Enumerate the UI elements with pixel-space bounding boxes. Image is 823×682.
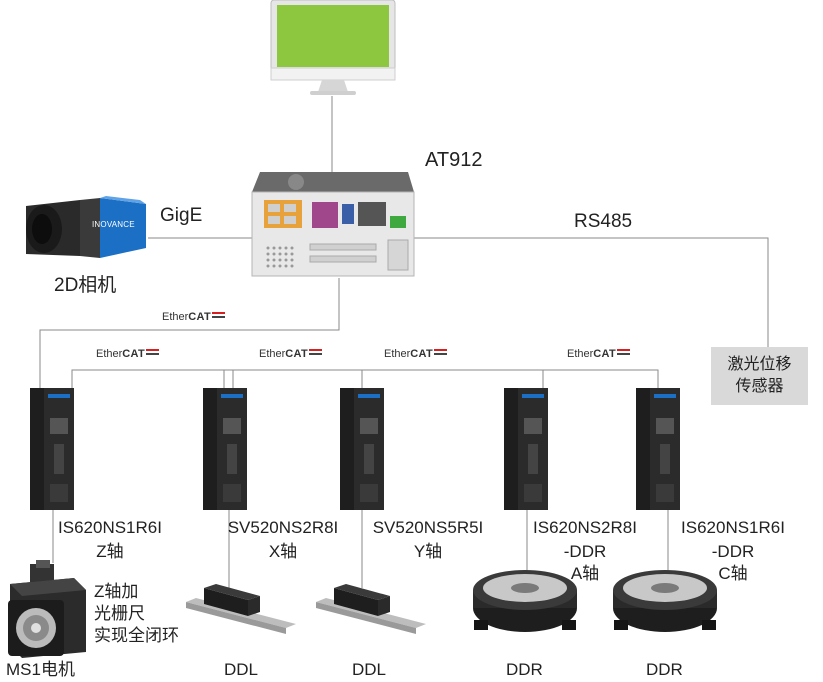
linear-motor-icon-1 <box>186 584 296 634</box>
servo-drive-icon-2 <box>203 388 247 510</box>
drive-model-2: SV520NS2R8I <box>227 518 339 537</box>
drive-axis-4: A轴 <box>570 564 600 583</box>
drive-model-3: SV520NS5R5I <box>372 518 484 537</box>
device-label-ddl-2: DDL <box>352 660 387 679</box>
device-label-ddr-1: DDR <box>506 660 543 679</box>
z-axis-note-line1: Z轴加 <box>94 582 139 601</box>
ethercat-label-3: EtherCAT <box>384 348 448 360</box>
controller-label: AT912 <box>425 149 483 171</box>
laser-sensor-box: 激光位移 传感器 <box>711 347 808 405</box>
drive-sub-5: -DDR <box>711 542 755 561</box>
z-axis-note-line3: 实现全闭环 <box>94 626 179 645</box>
ethercat-label-2: EtherCAT <box>259 348 323 360</box>
z-axis-note-line2: 光栅尺 <box>94 604 145 623</box>
direct-drive-rotary-icon-1 <box>473 570 577 632</box>
ethercat-label-4: EtherCAT <box>567 348 631 360</box>
camera-label: 2D相机 <box>54 275 117 296</box>
drive-model-5: IS620NS1R6I <box>681 518 785 537</box>
direct-drive-rotary-icon-2 <box>613 570 717 632</box>
servo-drive-icon-1 <box>30 388 74 510</box>
sensor-label-line2: 传感器 <box>735 378 784 395</box>
camera-brand: INOVANCE <box>92 220 135 229</box>
servo-drive-icon-3 <box>340 388 384 510</box>
drive-model-4: IS620NS2R8I <box>533 518 637 537</box>
camera-icon <box>26 196 146 258</box>
ethercat-label-main: EtherCAT <box>162 311 226 323</box>
drive-axis-2: X轴 <box>268 542 298 561</box>
device-label-ddr-2: DDR <box>646 660 683 679</box>
drive-axis-5: C轴 <box>718 564 748 583</box>
drive-axis-3: Y轴 <box>413 542 443 561</box>
gige-label: GigE <box>160 205 203 226</box>
rs485-label: RS485 <box>574 211 633 232</box>
sensor-label-line1: 激光位移 <box>727 356 792 373</box>
ethercat-label-1: EtherCAT <box>96 348 160 360</box>
monitor-icon <box>270 0 396 95</box>
linear-motor-icon-2 <box>316 584 426 634</box>
drive-sub-4: -DDR <box>563 542 607 561</box>
servo-drive-icon-4 <box>504 388 548 510</box>
device-label-motor: MS1电机 <box>6 660 75 679</box>
controller-icon <box>251 172 415 277</box>
servo-motor-icon <box>8 560 86 658</box>
device-label-ddl-1: DDL <box>224 660 259 679</box>
drive-axis-1: Z轴 <box>96 542 124 561</box>
servo-drive-icon-5 <box>636 388 680 510</box>
drive-model-1: IS620NS1R6I <box>58 518 162 537</box>
